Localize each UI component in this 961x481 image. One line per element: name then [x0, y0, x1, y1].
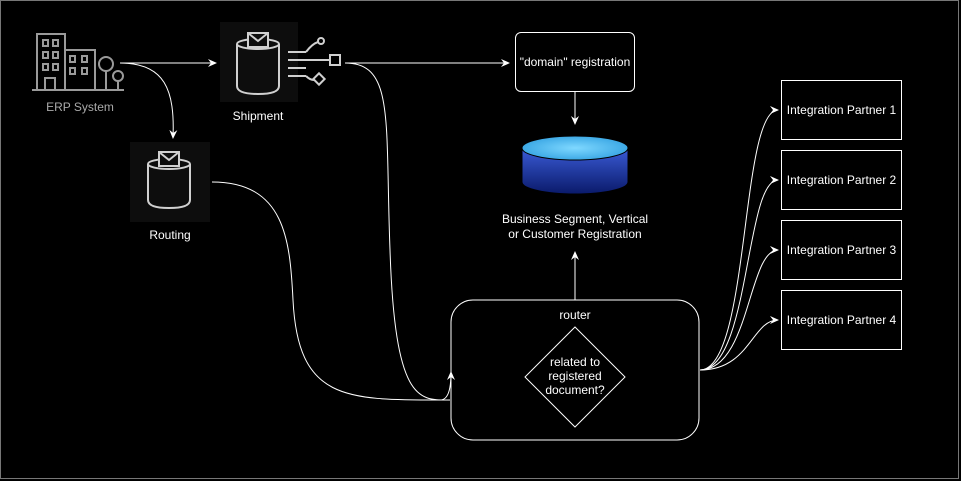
edge-router-to-partner-3: [699, 246, 779, 371]
integration-partner-3-box[interactable]: Integration Partner 3: [781, 220, 902, 280]
edge-router-to-partner-1: [699, 106, 779, 371]
integration-partner-1-box[interactable]: Integration Partner 1: [781, 80, 902, 140]
database-label-line2: or Customer Registration: [508, 227, 642, 241]
integration-partner-2-box[interactable]: Integration Partner 2: [781, 150, 902, 210]
edge-routing-to-router: [211, 181, 455, 401]
decision-line2: registered: [548, 369, 602, 383]
edge-router-to-partner-4: [699, 316, 779, 371]
decision-line3: document?: [545, 383, 605, 397]
database-label-line1: Business Segment, Vertical: [501, 212, 649, 226]
edge-shipment-to-router: [344, 62, 451, 401]
database-cylinder-icon: [521, 135, 629, 195]
decision-line1: related to: [549, 355, 601, 369]
office-buildings-icon: [32, 33, 124, 91]
edge-erp-to-routing: [119, 62, 178, 139]
router-label: router: [559, 308, 591, 322]
message-queue-topic-icon: [236, 32, 341, 96]
erp-system-label: ERP System: [46, 100, 114, 114]
domain-registration-box[interactable]: "domain" registration: [515, 32, 635, 92]
message-queue-icon: [147, 151, 191, 210]
routing-label: Routing: [149, 228, 191, 242]
edge-router-to-partner-2: [699, 176, 779, 371]
decision-diamond: [524, 326, 626, 428]
integration-partner-4-box[interactable]: Integration Partner 4: [781, 290, 902, 350]
shipment-label: Shipment: [232, 109, 284, 123]
